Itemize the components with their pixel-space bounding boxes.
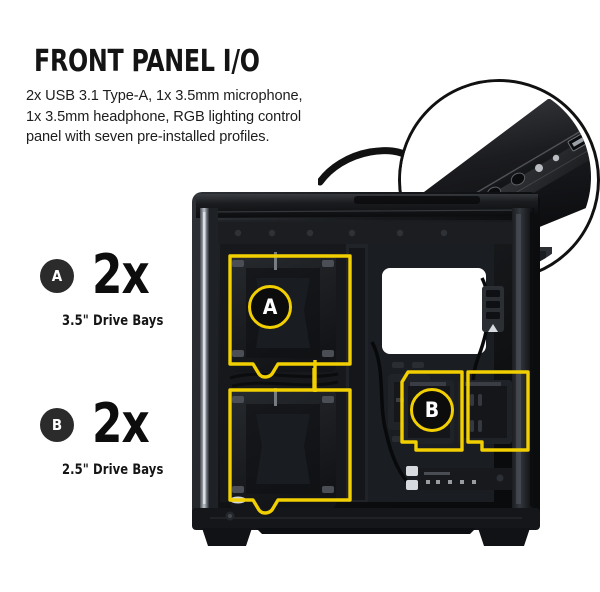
page-title: FRONT PANEL I/O: [34, 44, 260, 79]
spec-badge-a: A: [40, 259, 74, 293]
spec-caption-b: 2.5" Drive Bays: [62, 462, 164, 478]
image-badge-a: A: [248, 285, 292, 329]
description-line-1: 2x USB 3.1 Type-A, 1x 3.5mm microphone,: [26, 88, 303, 104]
image-badge-b: B: [410, 388, 454, 432]
front-panel-description: 2x USB 3.1 Type-A, 1x 3.5mm microphone, …: [26, 86, 386, 148]
highlight-region-b-right: [462, 368, 536, 466]
highlight-region-a-upper: [226, 252, 362, 379]
description-line-3: panel with seven pre-installed profiles.: [26, 129, 270, 145]
highlight-region-a-lower: [226, 368, 362, 516]
spec-badge-b: B: [40, 408, 74, 442]
spec-quantity-a: 2x: [92, 243, 150, 306]
highlight-region-b-left: [398, 368, 466, 466]
highlight-connector-a: [310, 360, 320, 392]
spec-caption-a: 3.5" Drive Bays: [62, 313, 164, 329]
spec-quantity-b: 2x: [92, 392, 150, 455]
description-line-2: 1x 3.5mm headphone, RGB lighting control: [26, 108, 302, 125]
